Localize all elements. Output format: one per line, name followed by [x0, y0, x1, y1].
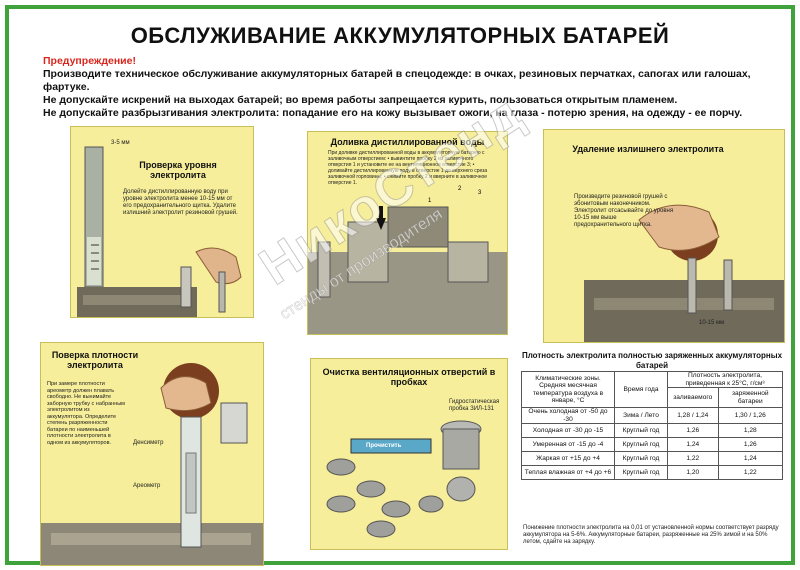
density-label-areometer: Ареометр	[133, 483, 161, 489]
vent-cleaning-tag: Прочистить	[366, 443, 402, 449]
density-label-densimeter: Денсиметр	[133, 440, 164, 446]
vent-cleaning-title: Очистка вентиляционных отверстий в пробк…	[322, 367, 496, 387]
density-table: Климатические зоны. Средняя месячная тем…	[521, 371, 784, 480]
density-check-illustration	[41, 363, 263, 565]
topup-text: При доливке дистиллированной воды в акку…	[328, 150, 488, 186]
table-head-charged: заряженной батареи	[717, 387, 784, 408]
vent-cleaning-text: Гидростатическая пробка ЗИЛ-131	[449, 399, 500, 412]
table-cell-fill: 1,26	[667, 423, 719, 438]
table-cell-season: Круглый год	[614, 465, 668, 480]
table-row: Умеренная от -15 до -4 Круглый год 1,24 …	[521, 437, 784, 452]
table-cell-zone: Теплая влажная от +4 до +6	[521, 465, 615, 480]
table-cell-fill: 1,20	[667, 465, 719, 480]
table-cell-charged: 1,30 / 1,26	[717, 407, 784, 424]
table-cell-zone: Очень холодная от -50 до -30	[521, 407, 615, 424]
table-cell-zone: Жаркая от +15 до +4	[521, 451, 615, 466]
topup-label-2: 2	[458, 186, 462, 192]
level-check-text: Долейте дистиллированную воду при уровне…	[123, 189, 238, 216]
warning-head: Предупреждение!	[43, 55, 136, 67]
vent-cleaning-illustration	[326, 420, 482, 538]
remove-excess-text: Произведите резиновой грушей с эбонитовы…	[574, 194, 674, 228]
warning-line-3: Не допускайте разбрызгивания электролита…	[43, 107, 743, 119]
remove-excess-illustration	[584, 204, 784, 342]
poster-title: ОБСЛУЖИВАНИЕ АККУМУЛЯТОРНЫХ БАТАРЕЙ	[130, 23, 670, 48]
warning-line-2: Не допускайте искрений на выходах батаре…	[43, 94, 678, 106]
table-cell-charged: 1,24	[717, 451, 784, 466]
table-row: Очень холодная от -50 до -30 Зима / Лето…	[521, 407, 784, 424]
density-check-title: Поверка плотности электролита	[51, 350, 139, 370]
panel-vent-cleaning: Очистка вентиляционных отверстий в пробк…	[310, 358, 508, 550]
panel-density-check: Поверка плотности электролита При замере…	[40, 342, 264, 566]
table-cell-season: Круглый год	[614, 437, 668, 452]
table-cell-charged: 1,28	[717, 423, 784, 438]
warning-block: Предупреждение! Производите техническое …	[43, 55, 773, 120]
table-row: Жаркая от +15 до +4 Круглый год 1,22 1,2…	[521, 451, 784, 466]
topup-illustration: 2 1 3	[308, 186, 507, 334]
level-check-dim: 3-5 мм	[111, 140, 130, 146]
poster: ОБСЛУЖИВАНИЕ АККУМУЛЯТОРНЫХ БАТАРЕЙ Пред…	[5, 5, 795, 566]
level-check-title: Проверка уровня электролита	[139, 160, 217, 180]
table-cell-fill: 1,22	[667, 451, 719, 466]
topup-title: Доливка дистиллированной воды	[330, 137, 485, 147]
table-cell-fill: 1,28 / 1,24	[667, 407, 719, 424]
table-row: Теплая влажная от +4 до +6 Круглый год 1…	[521, 465, 784, 480]
table-row: Холодная от -30 до -15 Круглый год 1,26 …	[521, 423, 784, 438]
table-head-season: Время года	[614, 371, 668, 408]
density-check-text: При замере плотности ареометр должен пла…	[47, 381, 125, 446]
remove-excess-dim: 10-15 мм	[699, 320, 725, 326]
table-head-fill: заливаемого	[667, 387, 719, 408]
table-cell-fill: 1,24	[667, 437, 719, 452]
table-cell-charged: 1,26	[717, 437, 784, 452]
density-table-note: Понижение плотности электролита на 0,01 …	[523, 525, 779, 545]
panel-level-check: Проверка уровня электролита Долейте дист…	[70, 126, 254, 318]
topup-label-3: 3	[478, 190, 482, 196]
table-head-zone: Климатические зоны. Средняя месячная тем…	[521, 371, 615, 408]
density-table-title: Плотность электролита полностью заряженн…	[521, 351, 783, 370]
panel-remove-excess: Удаление излишнего электролита Произведи…	[543, 129, 785, 343]
table-cell-charged: 1,22	[717, 465, 784, 480]
level-check-illustration	[77, 146, 242, 317]
table-cell-season: Зима / Лето	[614, 407, 668, 424]
table-cell-season: Круглый год	[614, 423, 668, 438]
table-cell-season: Круглый год	[614, 451, 668, 466]
table-head-density: Плотность электролита, приведенная к 25°…	[667, 371, 783, 388]
table-cell-zone: Умеренная от -15 до -4	[521, 437, 615, 452]
topup-label-1: 1	[428, 198, 432, 204]
table-cell-zone: Холодная от -30 до -15	[521, 423, 615, 438]
panel-topup: 2 1 3 Доливка дистиллированной воды При …	[307, 131, 508, 335]
remove-excess-title: Удаление излишнего электролита	[572, 144, 724, 154]
warning-line-1: Производите техническое обслуживание акк…	[43, 68, 751, 93]
